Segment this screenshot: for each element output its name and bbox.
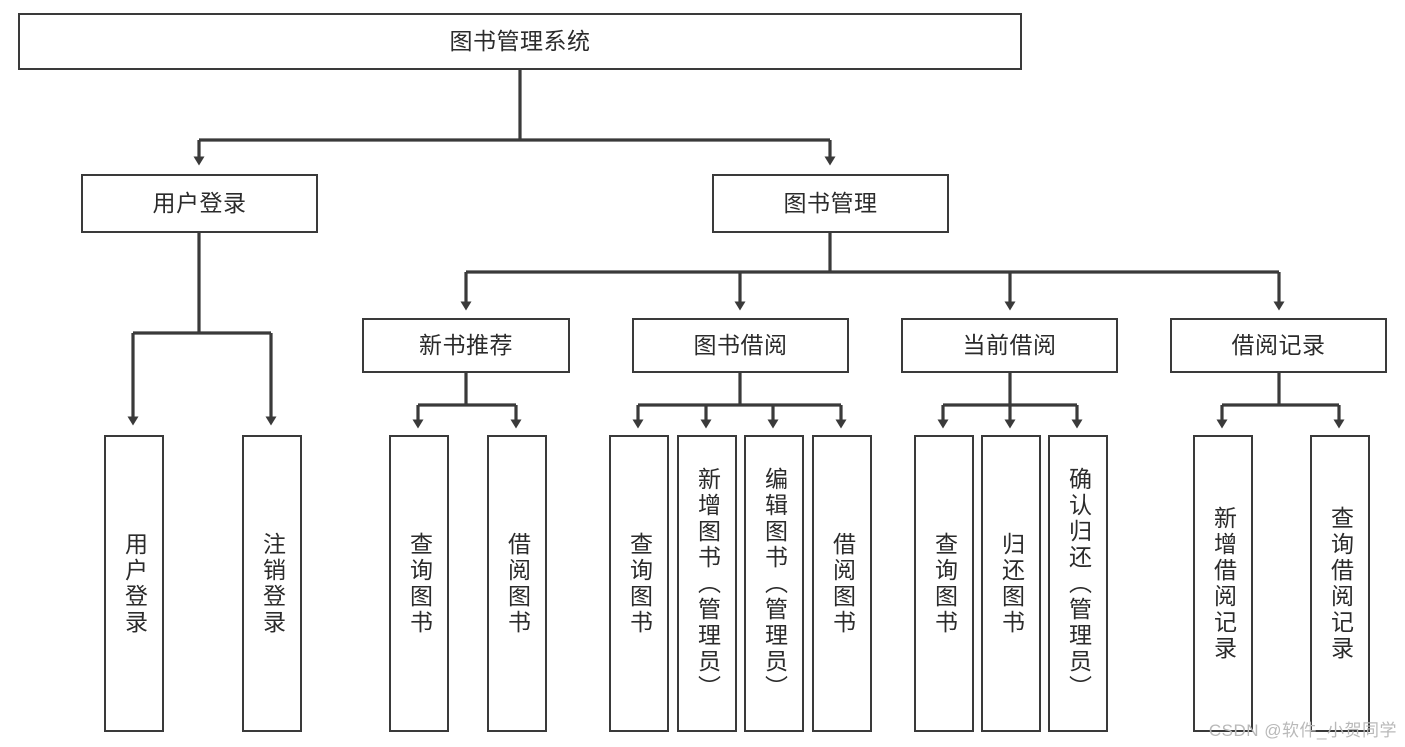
leaf-borrow-book-2[interactable]: 借阅图书 — [812, 435, 872, 732]
node-user-login[interactable]: 用户登录 — [81, 174, 318, 233]
watermark: CSDN @软件_小贺同学 — [1208, 721, 1397, 740]
leaf-add-record-label: 新增借阅记录 — [1210, 505, 1237, 662]
node-root-label: 图书管理系统 — [449, 28, 591, 55]
node-current-borrow[interactable]: 当前借阅 — [901, 318, 1118, 373]
node-new-book-recommend[interactable]: 新书推荐 — [362, 318, 570, 373]
leaf-logout-label: 注销登录 — [259, 531, 286, 636]
node-new-book-recommend-label: 新书推荐 — [419, 332, 513, 359]
node-borrow-record-label: 借阅记录 — [1231, 332, 1326, 359]
node-book-manage[interactable]: 图书管理 — [712, 174, 949, 233]
leaf-user-login[interactable]: 用户登录 — [104, 435, 164, 732]
leaf-edit-book-label: 编辑图书（管理员） — [761, 466, 788, 701]
node-book-borrow-label: 图书借阅 — [693, 332, 788, 359]
leaf-query-record[interactable]: 查询借阅记录 — [1310, 435, 1370, 732]
leaf-query-book-1-label: 查询图书 — [406, 531, 433, 636]
leaf-query-book-2[interactable]: 查询图书 — [609, 435, 669, 732]
leaf-logout[interactable]: 注销登录 — [242, 435, 302, 732]
node-book-borrow[interactable]: 图书借阅 — [632, 318, 849, 373]
node-book-manage-label: 图书管理 — [783, 190, 878, 217]
leaf-query-book-3[interactable]: 查询图书 — [914, 435, 974, 732]
leaf-query-book-1[interactable]: 查询图书 — [389, 435, 449, 732]
node-root[interactable]: 图书管理系统 — [18, 13, 1022, 70]
leaf-add-book-label: 新增图书（管理员） — [694, 466, 721, 701]
leaf-borrow-book-2-label: 借阅图书 — [829, 531, 856, 636]
leaf-return-book[interactable]: 归还图书 — [981, 435, 1041, 732]
leaf-borrow-book-1-label: 借阅图书 — [504, 531, 531, 636]
leaf-query-record-label: 查询借阅记录 — [1327, 505, 1354, 662]
leaf-edit-book[interactable]: 编辑图书（管理员） — [744, 435, 804, 732]
leaf-borrow-book-1[interactable]: 借阅图书 — [487, 435, 547, 732]
node-borrow-record[interactable]: 借阅记录 — [1170, 318, 1387, 373]
leaf-confirm-return[interactable]: 确认归还（管理员） — [1048, 435, 1108, 732]
leaf-confirm-return-label: 确认归还（管理员） — [1065, 466, 1092, 701]
leaf-return-book-label: 归还图书 — [998, 531, 1025, 636]
leaf-query-book-2-label: 查询图书 — [626, 531, 653, 636]
node-user-login-label: 用户登录 — [152, 190, 247, 217]
leaf-add-record[interactable]: 新增借阅记录 — [1193, 435, 1253, 732]
node-current-borrow-label: 当前借阅 — [962, 332, 1057, 359]
leaf-query-book-3-label: 查询图书 — [931, 531, 958, 636]
leaf-add-book[interactable]: 新增图书（管理员） — [677, 435, 737, 732]
leaf-user-login-label: 用户登录 — [121, 531, 148, 636]
